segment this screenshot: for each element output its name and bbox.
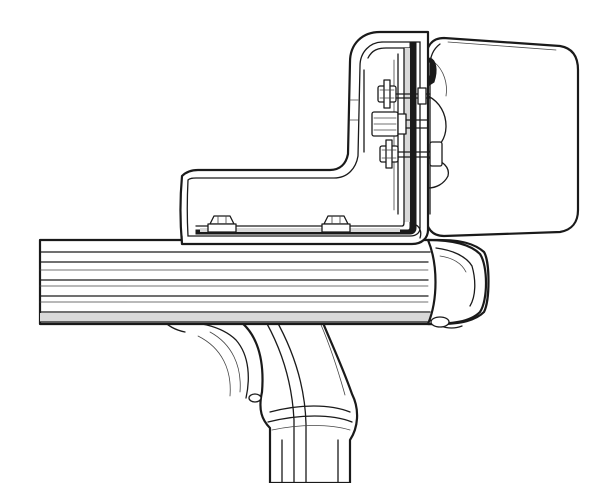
bolt-lower xyxy=(379,139,443,169)
awning-case xyxy=(424,36,580,238)
roof-bar xyxy=(38,238,490,329)
awning-adapter-bracket xyxy=(179,30,430,246)
bolt-upper xyxy=(377,79,431,109)
bolt-middle xyxy=(371,111,429,137)
nut-left xyxy=(207,215,237,233)
roof-foot xyxy=(158,308,359,483)
nuts xyxy=(207,215,351,233)
bolts xyxy=(371,57,443,169)
nut-right xyxy=(321,215,351,233)
